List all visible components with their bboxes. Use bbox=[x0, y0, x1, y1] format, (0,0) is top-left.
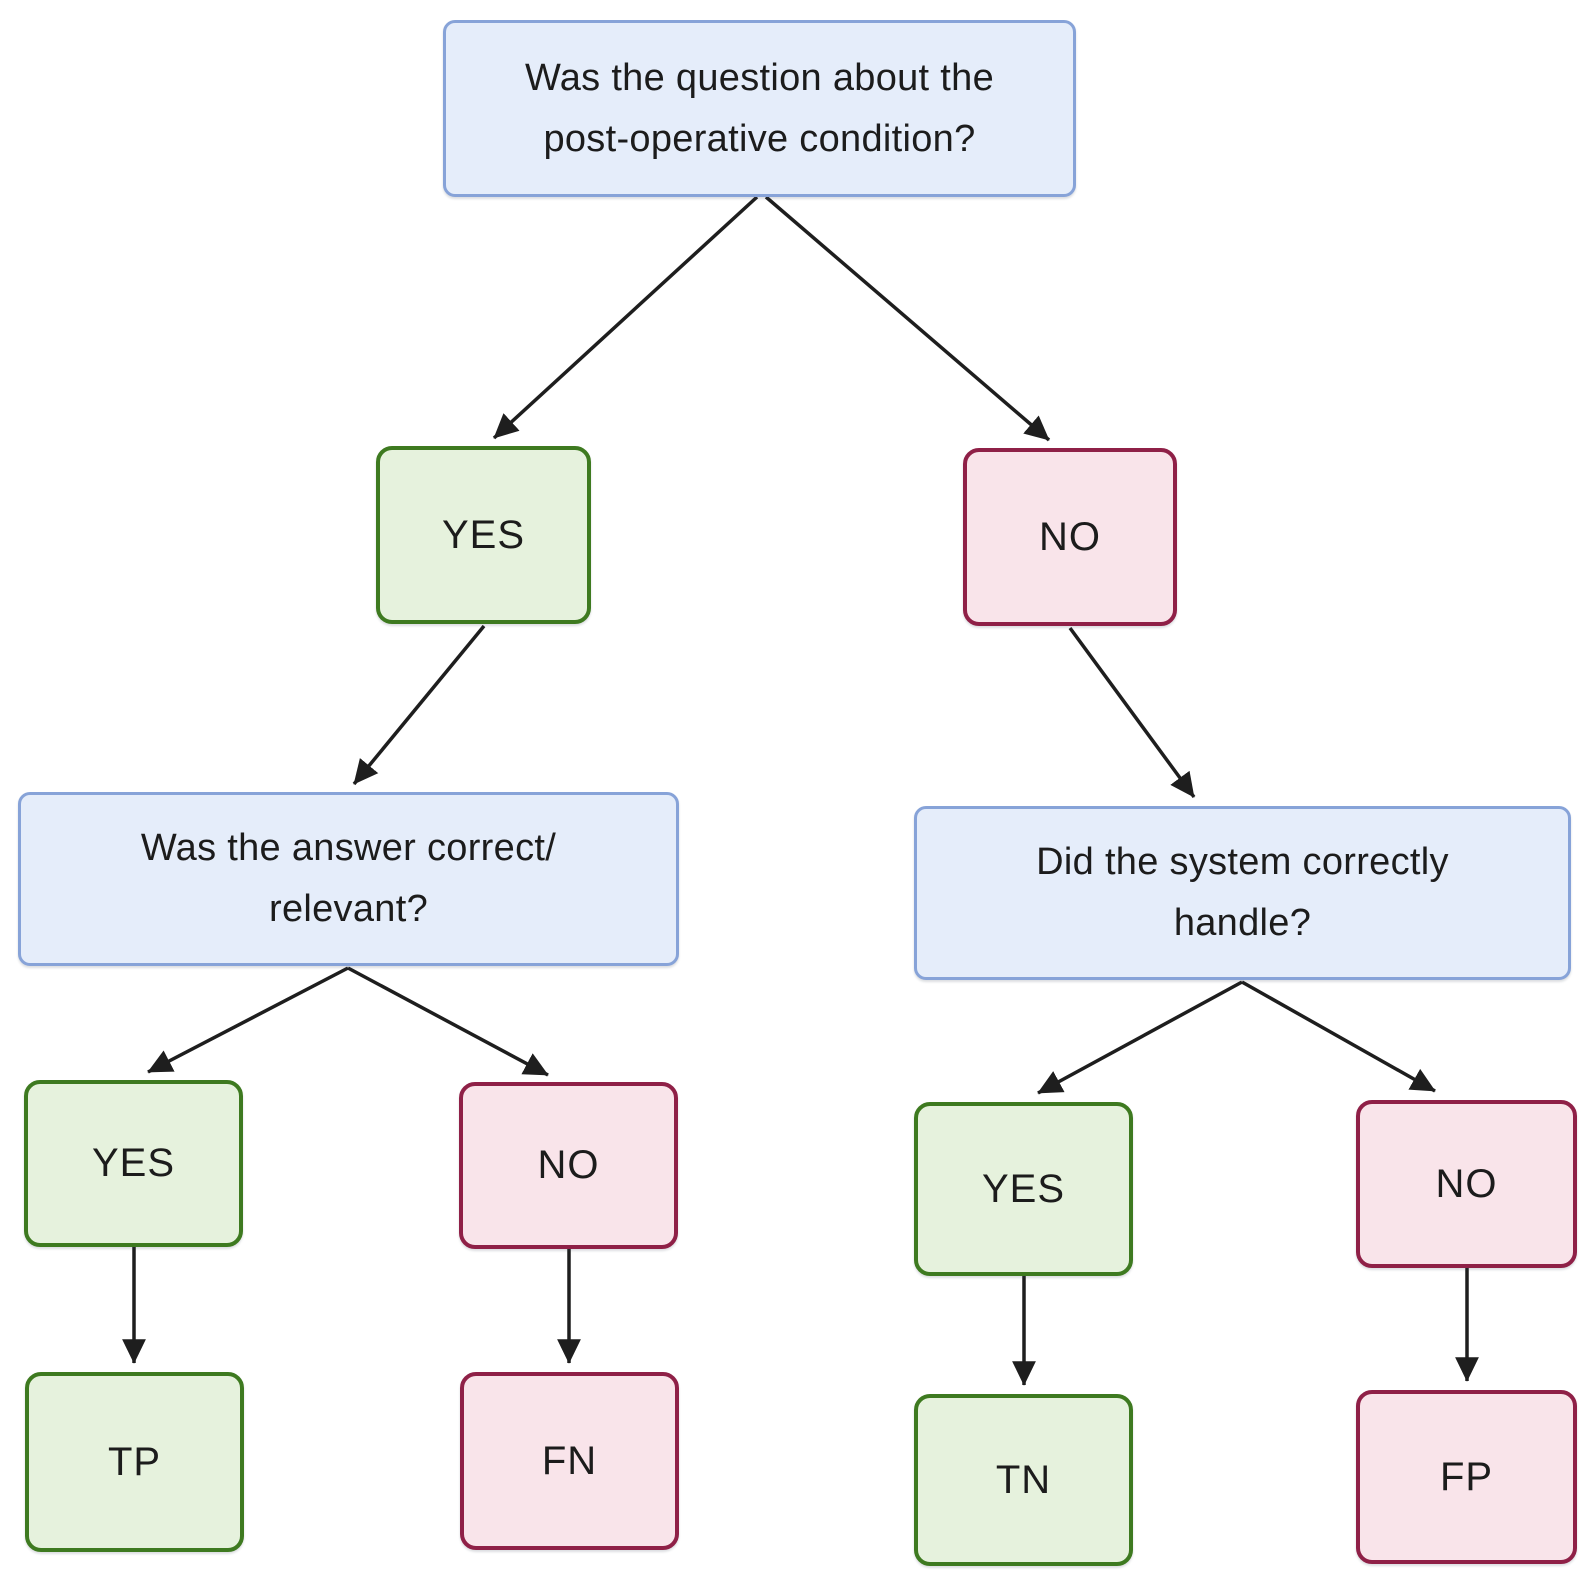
arrow-root-to-no bbox=[764, 195, 1051, 442]
question-line: Did the system correctly bbox=[1036, 841, 1449, 884]
node-right-no-label: NO bbox=[1435, 1161, 1498, 1206]
question-line: handle? bbox=[1173, 902, 1312, 944]
arrow-yes-to-left-question bbox=[352, 624, 486, 786]
node-question-system-handle-text: Did the system correctly handle? bbox=[1016, 832, 1469, 954]
node-outcome-fp: FP bbox=[1356, 1390, 1577, 1564]
arrow-no-to-right-question bbox=[1068, 626, 1196, 799]
question-line: Was the question about the bbox=[524, 56, 995, 99]
node-right-yes: YES bbox=[914, 1102, 1133, 1276]
node-outcome-tn-label: TN bbox=[995, 1457, 1052, 1502]
arrow-left-question-to-no bbox=[347, 966, 549, 1077]
arrow-right-question-to-yes bbox=[1037, 980, 1243, 1095]
node-left-no: NO bbox=[459, 1082, 678, 1249]
node-left-yes: YES bbox=[24, 1080, 243, 1247]
node-left-yes-label: YES bbox=[91, 1141, 176, 1185]
node-outcome-tp-label: TP bbox=[107, 1439, 162, 1484]
node-question-postoperative-text: Was the question about the post-operativ… bbox=[505, 48, 1014, 170]
question-line: post-operative condition? bbox=[543, 117, 976, 160]
node-question-system-handle: Did the system correctly handle? bbox=[914, 806, 1571, 980]
node-right-yes-label: YES bbox=[981, 1166, 1066, 1211]
node-question-postoperative: Was the question about the post-operativ… bbox=[443, 20, 1076, 197]
arrow-right-question-to-no bbox=[1241, 980, 1436, 1093]
node-left-no-label: NO bbox=[537, 1143, 600, 1187]
node-outcome-fn-label: FN bbox=[541, 1438, 598, 1483]
node-root-yes-label: YES bbox=[441, 512, 526, 557]
node-outcome-tn: TN bbox=[914, 1394, 1133, 1566]
node-question-answer-correct-text: Was the answer correct/ relevant? bbox=[121, 818, 576, 940]
node-right-no: NO bbox=[1356, 1100, 1577, 1268]
node-root-no: NO bbox=[963, 448, 1177, 626]
node-outcome-tp: TP bbox=[25, 1372, 244, 1552]
node-outcome-fn: FN bbox=[460, 1372, 679, 1550]
node-question-answer-correct: Was the answer correct/ relevant? bbox=[18, 792, 679, 966]
arrow-left-question-to-yes bbox=[147, 966, 349, 1074]
arrow-root-to-yes bbox=[492, 195, 759, 440]
question-line: relevant? bbox=[268, 888, 429, 930]
node-root-no-label: NO bbox=[1039, 514, 1101, 559]
node-root-yes: YES bbox=[376, 446, 591, 624]
node-outcome-fp-label: FP bbox=[1439, 1454, 1494, 1499]
question-line: Was the answer correct/ bbox=[140, 827, 557, 870]
